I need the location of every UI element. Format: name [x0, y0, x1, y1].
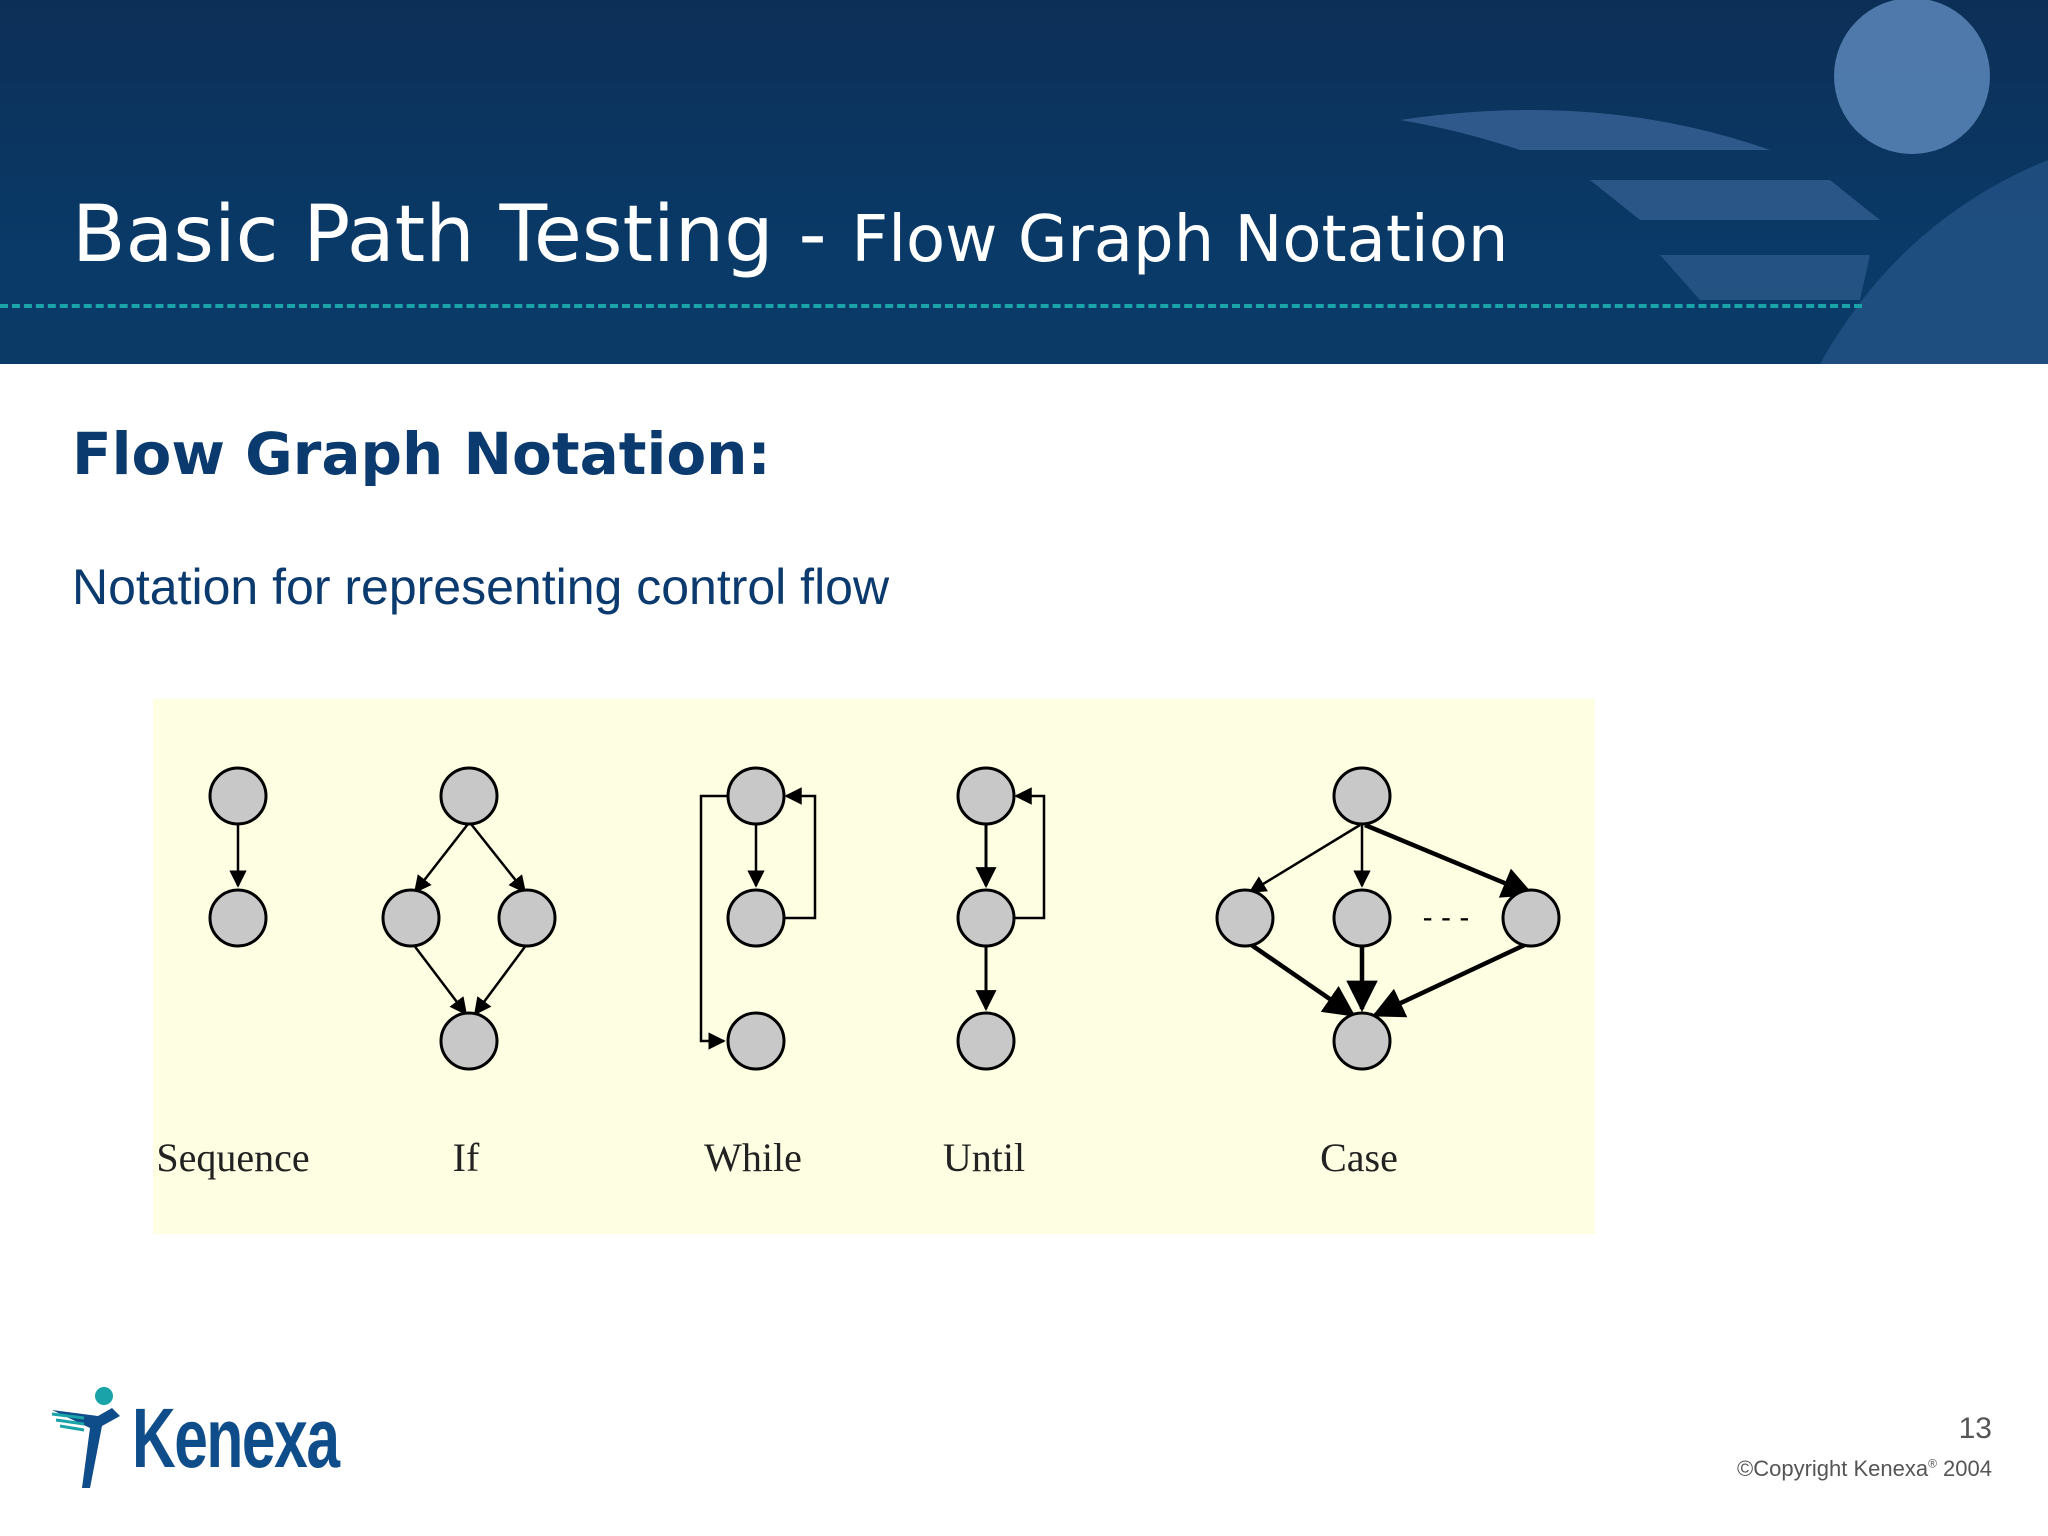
sequence-node-2	[208, 888, 268, 948]
copyright-year: 2004	[1936, 1456, 1992, 1481]
label-while: While	[704, 1135, 802, 1180]
slide-title-sub: Flow Graph Notation	[851, 203, 1509, 277]
case-node-right	[1501, 888, 1561, 948]
wave-shape-1	[1400, 110, 1770, 150]
slide-title: Basic Path Testing - Flow Graph Notation	[72, 190, 1508, 280]
sequence-node-1	[208, 766, 268, 826]
case-graph: - - -	[1215, 766, 1561, 1071]
flow-graph-svg: - - -	[208, 766, 1561, 1071]
while-node-1	[726, 766, 786, 826]
if-node-bottom	[439, 1011, 499, 1071]
kenexa-figure-icon	[51, 1387, 120, 1488]
if-edge	[473, 943, 529, 1016]
registered-mark: ®	[1928, 1456, 1937, 1471]
label-sequence: Sequence	[156, 1135, 310, 1180]
if-edge	[470, 823, 527, 894]
until-node-3	[956, 1011, 1016, 1071]
if-edge	[413, 823, 469, 894]
kenexa-wordmark: Kenexa	[132, 1391, 340, 1485]
case-edge	[1372, 939, 1532, 1018]
if-node-right	[497, 888, 557, 948]
while-loop-edge	[784, 787, 817, 920]
case-node-left	[1215, 888, 1275, 948]
label-case: Case	[1320, 1135, 1398, 1180]
case-edge	[1364, 822, 1534, 898]
until-node-1	[956, 766, 1016, 826]
copyright-notice: ©Copyright Kenexa® 2004	[1737, 1456, 1992, 1482]
wave-shape-3	[1660, 255, 1870, 300]
until-graph	[956, 766, 1046, 1071]
slide-title-main: Basic Path Testing -	[72, 190, 852, 280]
while-graph	[699, 766, 817, 1071]
case-node-bottom	[1332, 1011, 1392, 1071]
case-edge	[1248, 942, 1356, 1017]
while-node-2	[726, 888, 786, 948]
section-heading: Flow Graph Notation:	[72, 420, 771, 488]
title-divider	[0, 304, 1862, 308]
case-node-top	[1332, 766, 1392, 826]
body-text: Notation for representing control flow	[72, 559, 890, 615]
page-number: 13	[1958, 1412, 1992, 1445]
case-edge	[1248, 823, 1361, 894]
until-loop-edge	[1014, 787, 1046, 920]
sequence-graph	[208, 766, 268, 948]
if-graph	[381, 766, 557, 1071]
moon-shape	[1834, 0, 1990, 154]
until-node-2	[956, 888, 1016, 948]
wave-shape-2	[1590, 180, 1880, 220]
flow-graph-diagram: - - - Sequence If While Until Case	[153, 699, 1595, 1234]
case-node-mid	[1332, 888, 1392, 948]
header-banner: Basic Path Testing - Flow Graph Notation	[0, 0, 2048, 364]
if-node-left	[381, 888, 441, 948]
label-if: If	[452, 1135, 480, 1180]
copyright-text: ©Copyright Kenexa	[1737, 1456, 1929, 1481]
kenexa-logo: Kenexa	[50, 1380, 340, 1490]
arc-shape	[1820, 160, 2048, 364]
case-ellipsis: - - -	[1423, 901, 1470, 934]
label-until: Until	[942, 1135, 1026, 1180]
if-edge	[412, 943, 468, 1016]
header-decoration	[1400, 0, 2048, 364]
while-node-3	[726, 1011, 786, 1071]
if-node-top	[439, 766, 499, 826]
while-exit-edge	[699, 794, 728, 1050]
